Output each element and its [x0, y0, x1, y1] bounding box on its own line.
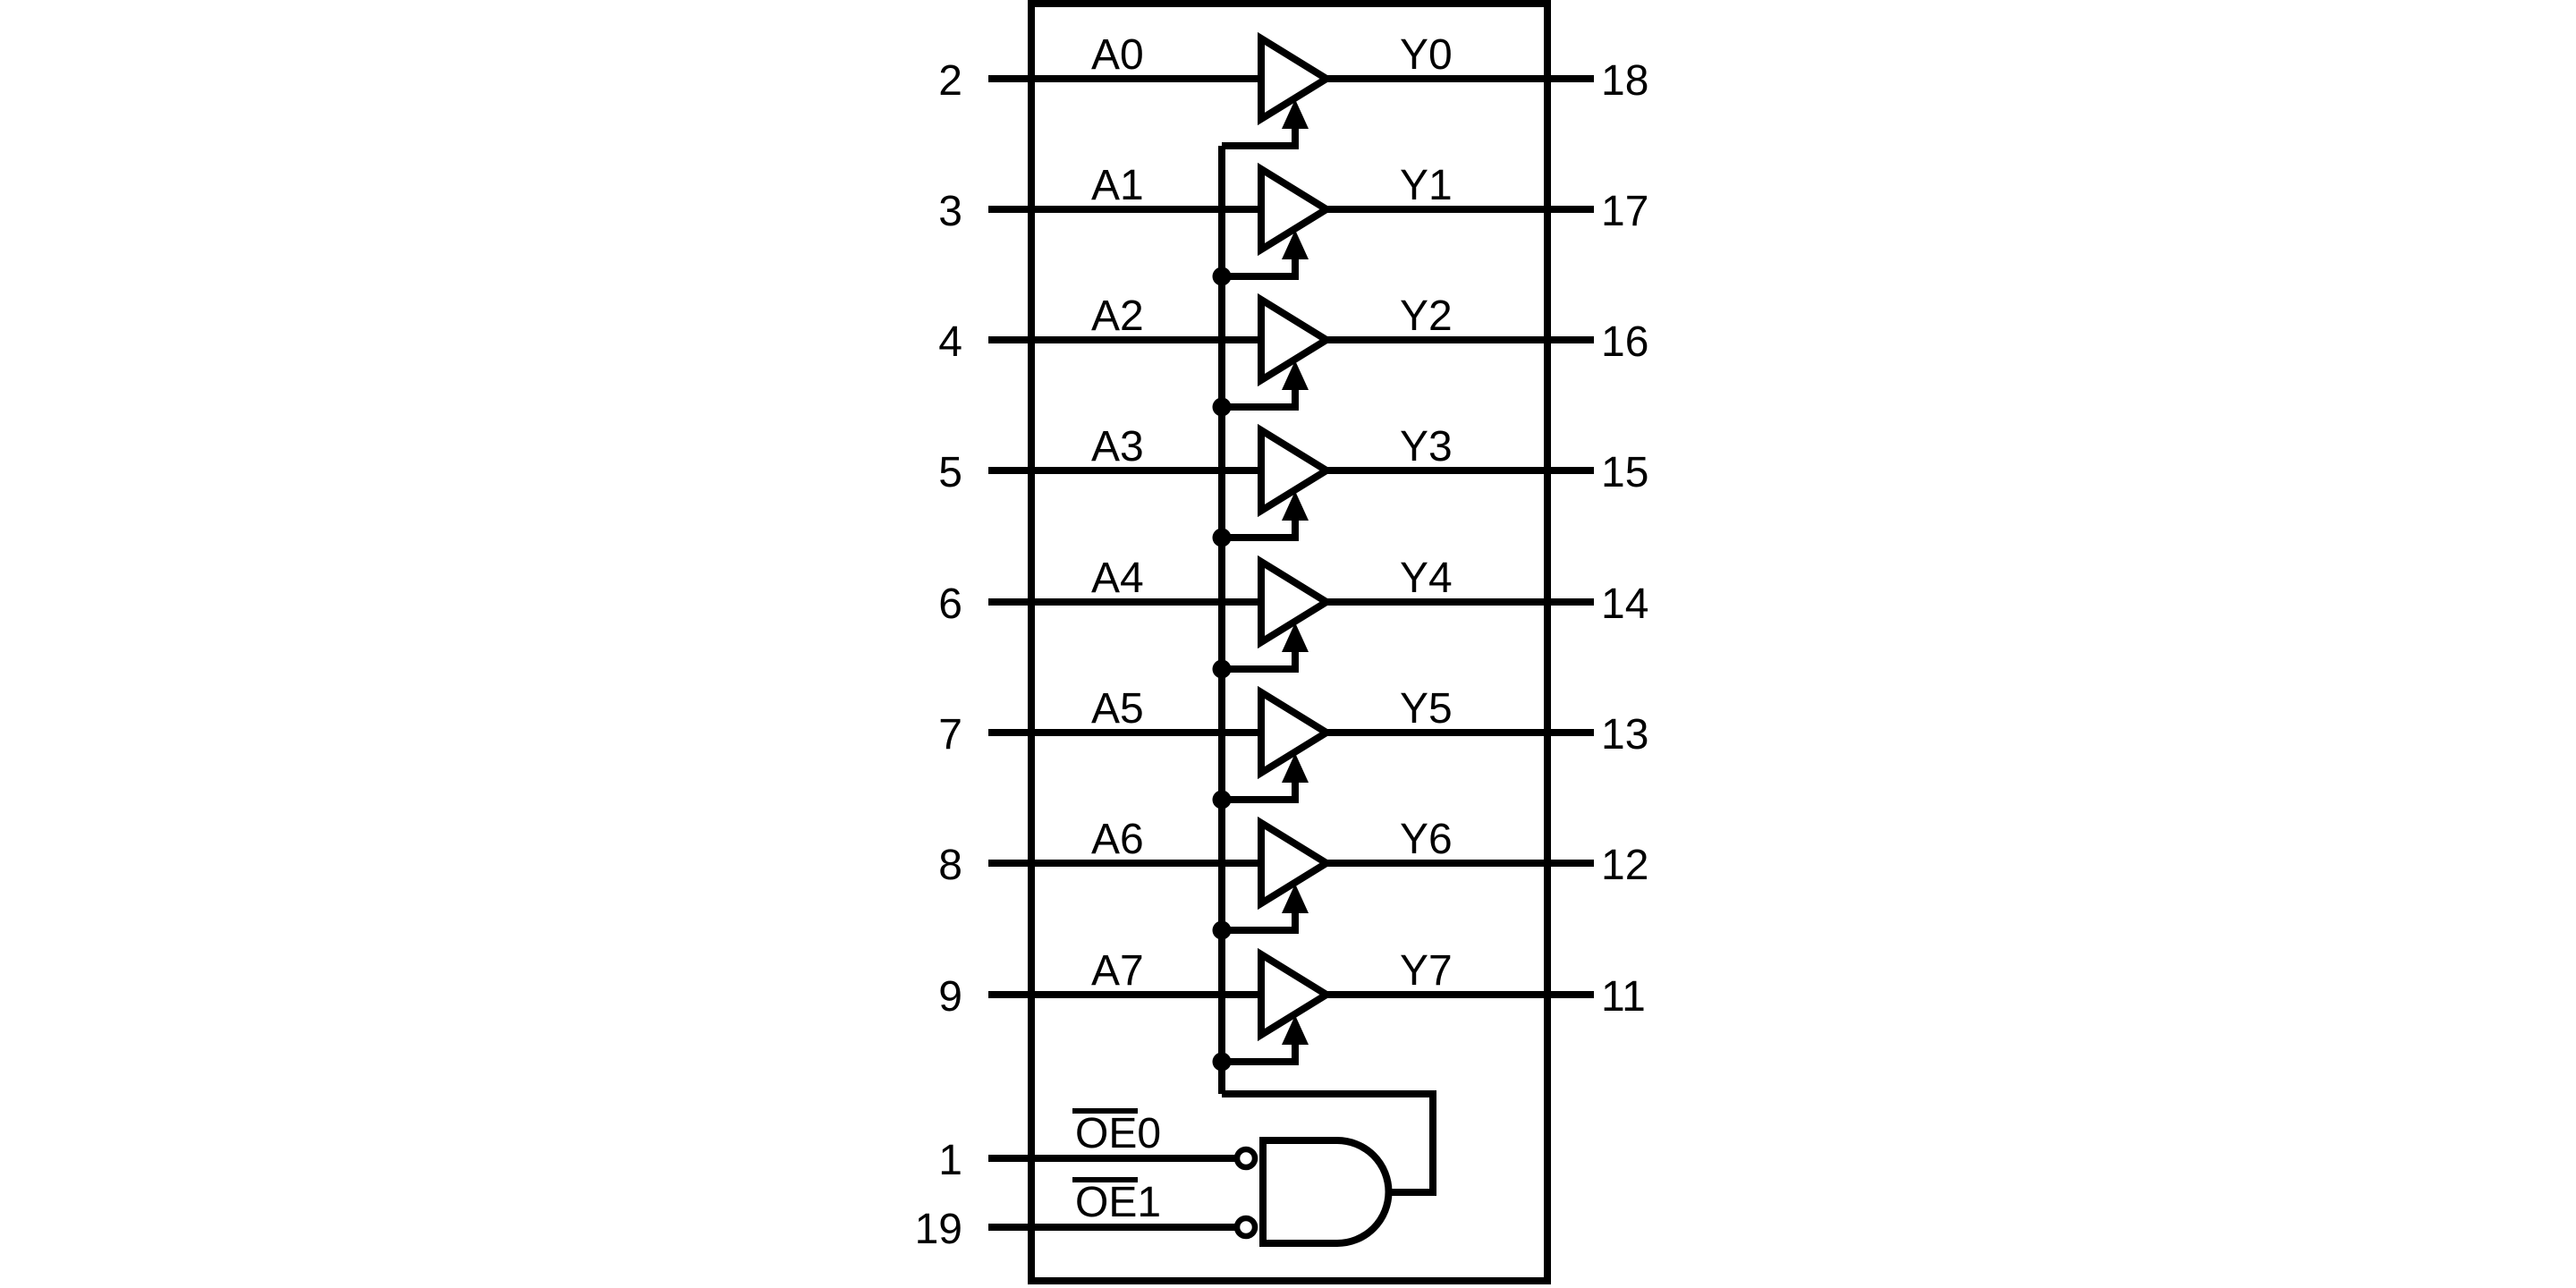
- pin-number-left: 9: [938, 973, 962, 1021]
- inverting-bubble-icon: [1233, 1146, 1258, 1171]
- buffer-triangle-icon: [1258, 947, 1334, 1042]
- buffer-triangle-icon: [1258, 555, 1334, 649]
- buffer-triangle-icon: [1258, 816, 1334, 911]
- buffer-triangle-icon: [1258, 292, 1334, 387]
- buffer-row: 2 A0 Y0 18: [938, 31, 1648, 149]
- output-label: Y2: [1400, 292, 1453, 340]
- pin-number-right: 15: [1601, 449, 1648, 496]
- pin-number-right: 17: [1601, 188, 1648, 235]
- enable-label: OE0: [1075, 1110, 1161, 1157]
- buffer-triangle-icon: [1258, 685, 1334, 780]
- input-label: A5: [1091, 685, 1144, 733]
- pin-number-left: 19: [915, 1206, 962, 1253]
- input-label: A7: [1091, 947, 1144, 995]
- input-label: A0: [1091, 31, 1144, 79]
- junction-dot-icon: [1212, 267, 1232, 286]
- output-label: Y3: [1400, 423, 1453, 470]
- enable-arrow-icon: [1282, 884, 1309, 913]
- buffer-triangle-icon: [1258, 423, 1334, 518]
- output-label: Y1: [1400, 162, 1453, 209]
- output-label: Y0: [1400, 31, 1453, 79]
- buffer-row: 7 A5 Y5 13: [938, 685, 1648, 809]
- buffer-row: 5 A3 Y3 15: [938, 423, 1648, 547]
- pin-number-left: 3: [938, 188, 962, 235]
- buffer-row: 3 A1 Y1 17: [938, 162, 1648, 286]
- output-label: Y6: [1400, 816, 1453, 863]
- enable-arrow-icon: [1282, 230, 1309, 259]
- junction-dot-icon: [1212, 397, 1232, 417]
- pin-number-right: 11: [1601, 973, 1646, 1021]
- and-gate-icon: [1259, 1137, 1393, 1247]
- pin-number-left: 8: [938, 842, 962, 889]
- pin-number-left: 4: [938, 318, 962, 366]
- buffer-triangle-icon: [1258, 162, 1334, 257]
- buffer-row: 9 A7 Y7 11: [938, 947, 1646, 1072]
- junction-dot-icon: [1212, 920, 1232, 940]
- enable-arrow-icon: [1282, 360, 1309, 390]
- pin-number-right: 18: [1601, 57, 1648, 105]
- pin-number-right: 13: [1601, 711, 1648, 758]
- buffer-triangle-icon: [1258, 31, 1334, 126]
- pin-number-right: 14: [1601, 580, 1648, 628]
- pin-number-left: 2: [938, 57, 962, 105]
- pin-number-left: 7: [938, 711, 962, 758]
- pin-number-right: 12: [1601, 842, 1648, 889]
- junction-dot-icon: [1212, 790, 1232, 809]
- input-label: A2: [1091, 292, 1144, 340]
- pin-number-left: 1: [938, 1137, 962, 1184]
- input-label: A3: [1091, 423, 1144, 470]
- enable-arrow-icon: [1282, 1015, 1309, 1045]
- buffer-row: 6 A4 Y4 14: [938, 555, 1648, 679]
- junction-dot-icon: [1212, 528, 1232, 547]
- junction-dot-icon: [1212, 1052, 1232, 1072]
- output-label: Y5: [1400, 685, 1453, 733]
- enable-label-overlined: OE: [1075, 1110, 1137, 1157]
- ic-boundary: [1028, 0, 1551, 1284]
- gate-output-wire: [1222, 1090, 1436, 1196]
- inverting-bubble-icon: [1233, 1215, 1258, 1240]
- input-label: A4: [1091, 555, 1144, 602]
- pin-number-left: 6: [938, 580, 962, 628]
- enable-arrow-icon: [1282, 623, 1309, 652]
- junction-dot-icon: [1212, 659, 1232, 679]
- output-label: Y4: [1400, 555, 1453, 602]
- input-label: A6: [1091, 816, 1144, 863]
- enable-arrow-icon: [1282, 99, 1309, 129]
- enable-arrow-icon: [1282, 753, 1309, 783]
- enable-label-overlined: OE: [1075, 1179, 1137, 1226]
- pin-number-right: 16: [1601, 318, 1648, 366]
- enable-input-row: 19 OE1: [915, 1177, 1258, 1253]
- buffer-row: 4 A2 Y2 16: [938, 292, 1648, 417]
- enable-input-row: 1 OE0: [938, 1108, 1258, 1184]
- enable-arrow-icon: [1282, 491, 1309, 521]
- output-label: Y7: [1400, 947, 1453, 995]
- enable-label-suffix: 1: [1137, 1179, 1161, 1226]
- input-label: A1: [1091, 162, 1144, 209]
- enable-label: OE1: [1075, 1179, 1161, 1226]
- pin-number-left: 5: [938, 449, 962, 496]
- buffer-row: 8 A6 Y6 12: [938, 816, 1648, 940]
- enable-label-suffix: 0: [1137, 1110, 1161, 1157]
